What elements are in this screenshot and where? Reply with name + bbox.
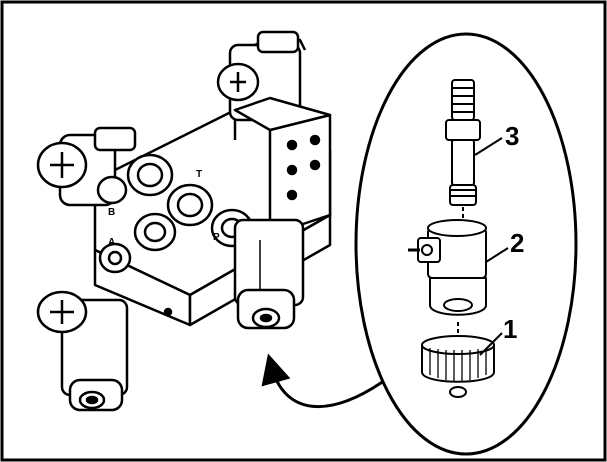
- hose-fitting-2: [166, 183, 214, 227]
- hose-fitting-6: [98, 242, 132, 274]
- part-2-body: [408, 219, 487, 335]
- detail-parts: [408, 79, 509, 398]
- hose-fitting-5: [96, 175, 128, 205]
- leader-line-2: [485, 247, 509, 263]
- leader-line-1: [479, 332, 503, 356]
- part-1-cap: [421, 335, 495, 398]
- callout-1: 1: [503, 314, 517, 344]
- callout-3: 3: [505, 121, 519, 151]
- solenoid-left-bottom: [36, 290, 129, 412]
- port-label-a: A: [108, 237, 115, 248]
- solenoid-right-bottom: [233, 218, 305, 330]
- port-label-p: P: [213, 232, 220, 243]
- solenoid-top-right: [216, 30, 307, 122]
- callout-2: 2: [510, 228, 524, 258]
- hose-fitting-3: [133, 212, 177, 252]
- mounting-hole: [163, 307, 173, 317]
- pointer-arrow: [261, 353, 389, 409]
- leader-line-3: [474, 137, 503, 156]
- valve-block-assembly: [36, 30, 332, 412]
- port-label-b: B: [108, 207, 115, 218]
- part-3-spindle: [445, 79, 481, 222]
- port-label-t: T: [196, 169, 202, 180]
- hose-fitting-1: [126, 153, 174, 197]
- side-plate: [233, 96, 332, 237]
